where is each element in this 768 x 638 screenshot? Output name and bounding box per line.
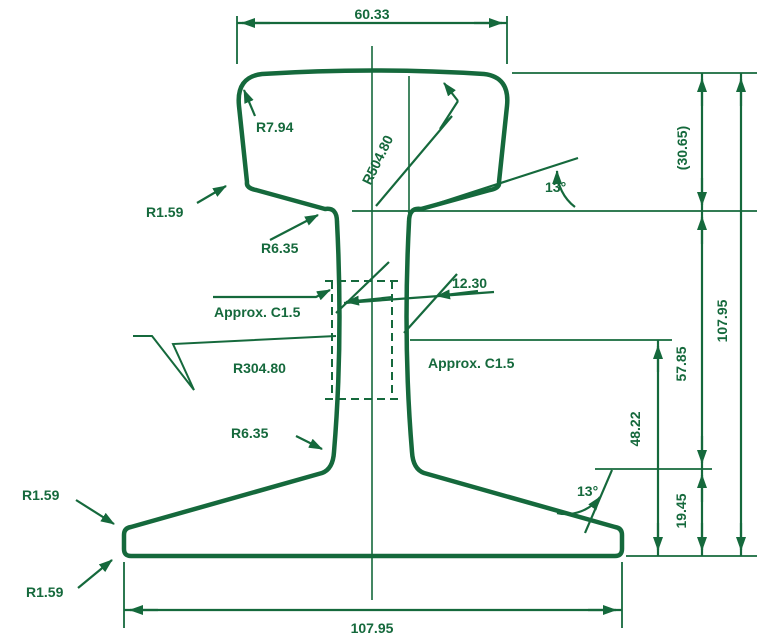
dim-base-edge-fillet-bottom: R1.59 xyxy=(26,584,64,600)
dim-web-chamfer-left: Approx. C1.5 xyxy=(214,304,301,320)
extension-lines xyxy=(123,16,757,628)
web-radius-breakline xyxy=(133,335,337,391)
dim-web-thickness: 12.30 xyxy=(452,275,487,291)
angle-arcs xyxy=(552,170,601,516)
dimension-labels: 60.33 R504.80 R7.94 13° (30.65) 107.95 R… xyxy=(22,6,730,636)
dim-web-chamfer-right: Approx. C1.5 xyxy=(428,355,515,371)
dim-crown-radius: R504.80 xyxy=(359,132,397,187)
dim-head-width: 60.33 xyxy=(354,6,389,22)
dimension-arrows xyxy=(129,18,746,615)
dim-head-depth-reference: (30.65) xyxy=(674,126,690,170)
dim-base-fillet: R6.35 xyxy=(231,425,269,441)
dim-web-side-radius: R304.80 xyxy=(233,360,286,376)
dim-base-slope-angle: 13° xyxy=(577,483,598,499)
dim-head-corner-radius: R7.94 xyxy=(256,119,294,135)
web-measure-dashed-box xyxy=(325,280,399,400)
dim-underhead-fillet: R6.35 xyxy=(261,240,299,256)
dimension-lines xyxy=(124,21,743,612)
dim-head-underside-angle: 13° xyxy=(545,179,566,195)
dim-base-edge-height: 19.45 xyxy=(673,493,689,528)
dim-overall-height: 107.95 xyxy=(714,299,730,342)
dim-base-width: 107.95 xyxy=(351,620,394,636)
dim-head-side-fillet: R1.59 xyxy=(146,204,184,220)
leader-lines xyxy=(75,82,459,589)
dim-height-head-to-baseline: 57.85 xyxy=(673,346,689,381)
rail-outline xyxy=(121,68,625,559)
dim-base-edge-fillet-top: R1.59 xyxy=(22,487,60,503)
dim-height-web-to-bottom: 48.22 xyxy=(627,411,643,446)
